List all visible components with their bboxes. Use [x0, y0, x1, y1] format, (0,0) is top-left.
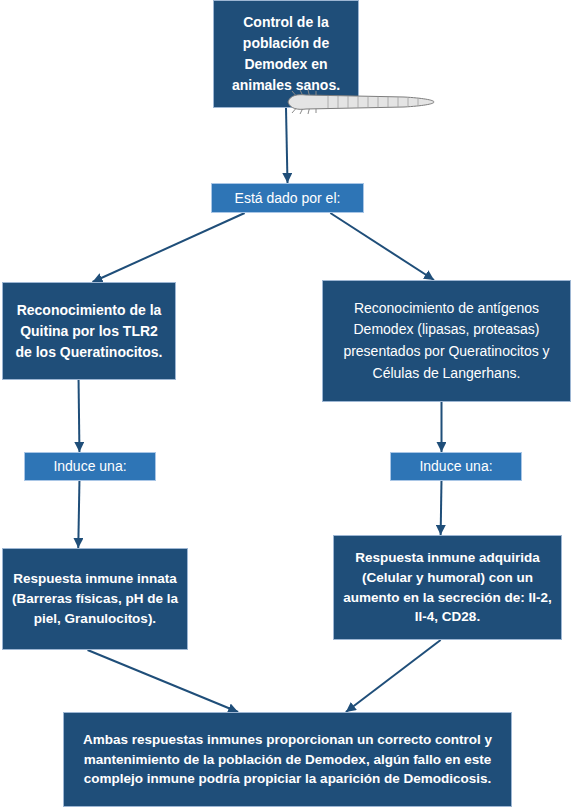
node-text: Ambas respuestas inmunes proporcionan un…	[72, 730, 503, 789]
flow-arrow	[88, 650, 239, 712]
node-text: Control de la población de Demodex en an…	[222, 12, 350, 96]
mite-illustration	[284, 86, 436, 118]
link-box: Está dado por el:	[211, 183, 364, 213]
node-text: Induce una:	[53, 458, 126, 475]
conclusion-box: Ambas respuestas inmunes proporcionan un…	[63, 712, 512, 807]
process-box: Reconocimiento de la Quitina por los TLR…	[2, 282, 176, 380]
flow-arrow	[440, 481, 443, 535]
process-box: Respuesta inmune adquirida (Celular y hu…	[333, 535, 562, 640]
link-box: Induce una:	[390, 452, 522, 481]
flow-arrow	[78, 481, 79, 548]
node-text: Respuesta inmune adquirida (Celular y hu…	[342, 548, 553, 626]
node-text: Respuesta inmune innata (Barreras física…	[11, 569, 179, 630]
node-text: Reconocimiento de antígenos Demodex (lip…	[331, 298, 562, 385]
flow-arrow	[440, 402, 442, 452]
flow-arrow	[92, 213, 244, 282]
node-text: Reconocimiento de la Quitina por los TLR…	[11, 300, 167, 363]
node-text: Induce una:	[419, 458, 492, 475]
process-box: Respuesta inmune innata (Barreras física…	[2, 548, 188, 650]
flow-arrow	[78, 380, 81, 452]
flow-arrow	[286, 108, 288, 183]
title-box: Control de la población de Demodex en an…	[213, 0, 359, 108]
flow-arrow	[330, 213, 434, 280]
node-text: Está dado por el:	[235, 190, 341, 207]
flow-arrow	[346, 640, 441, 712]
link-box: Induce una:	[24, 452, 156, 481]
process-box: Reconocimiento de antígenos Demodex (lip…	[322, 280, 571, 402]
